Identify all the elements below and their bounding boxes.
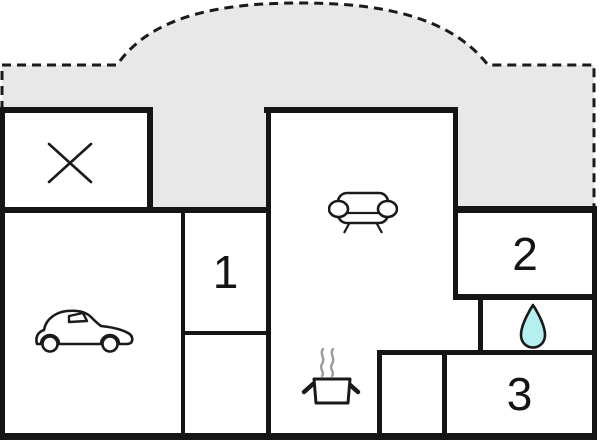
wall-living-right xyxy=(453,107,458,300)
room-3: 3 xyxy=(447,355,592,433)
car-icon xyxy=(35,309,134,353)
wall-mid-band xyxy=(0,207,271,213)
wall-left xyxy=(0,107,5,440)
wall-room3-left xyxy=(442,350,447,433)
wall-right xyxy=(592,206,597,440)
wall-garage-room1 xyxy=(181,209,185,433)
room-2: 2 xyxy=(458,213,592,294)
wall-bottom xyxy=(0,433,597,440)
wall-xroom-top xyxy=(0,107,152,113)
wall-room1-divider xyxy=(181,331,271,335)
room-1-label: 1 xyxy=(212,246,239,298)
cooking-pot-icon xyxy=(301,347,361,405)
wall-xroom-right xyxy=(147,107,153,213)
wall-smallroom-left xyxy=(377,350,382,433)
room-3-label: 3 xyxy=(506,368,533,420)
wall-room2-top xyxy=(453,206,597,213)
sofa-icon xyxy=(328,191,398,234)
room-1: 1 xyxy=(185,213,266,331)
room-2-label: 2 xyxy=(512,227,538,280)
wall-bath-left xyxy=(478,294,483,355)
wall-lower-band xyxy=(377,350,597,355)
terrace-dashed-border xyxy=(0,1,596,208)
water-drop-icon xyxy=(519,303,547,349)
wall-center-vertical xyxy=(266,107,271,433)
steam-line xyxy=(329,347,335,378)
wall-room2-bottom xyxy=(453,294,597,300)
wall-living-top xyxy=(264,107,458,113)
cross-icon xyxy=(47,142,93,184)
steam-line xyxy=(319,347,325,378)
